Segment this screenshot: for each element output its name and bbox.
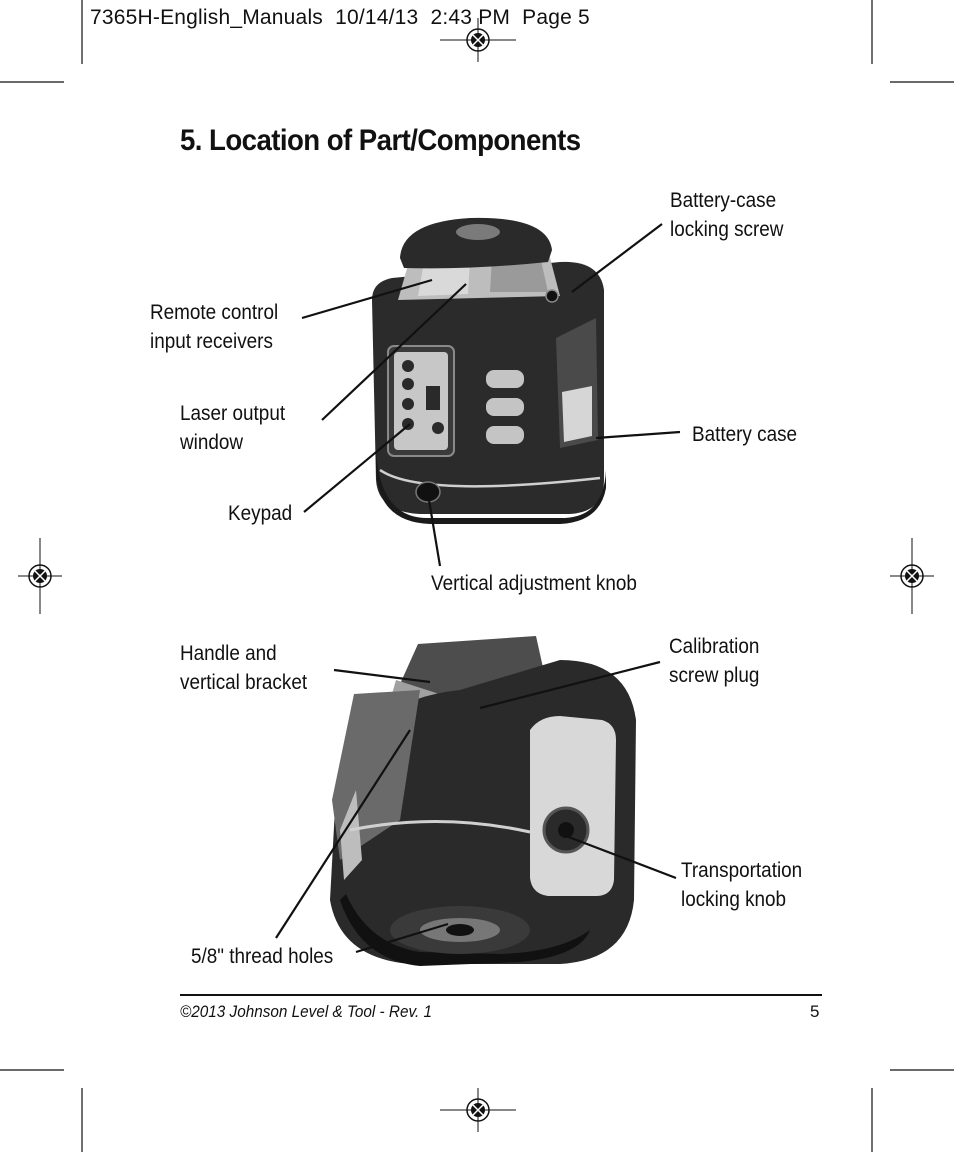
registration-mark-right [890, 538, 934, 614]
footer-copyright: ©2013 Johnson Level & Tool - Rev. 1 [180, 1002, 432, 1021]
label-handle-and-vertical-bracket: Handle and vertical bracket [180, 642, 308, 694]
label-remote-control-input-receivers: Remote control input receivers [150, 301, 279, 353]
laser-level-underside-illustration [330, 636, 636, 966]
label-calibration-screw-plug: Calibration screw plug [669, 635, 760, 687]
registration-mark-left [18, 538, 62, 614]
label-keypad: Keypad [228, 502, 293, 525]
registration-mark-top [440, 18, 516, 62]
page-number: 5 [810, 1002, 820, 1021]
footer-rule [180, 994, 822, 996]
label-transportation-locking-knob: Transportation locking knob [681, 859, 803, 911]
laser-level-front-illustration [372, 217, 606, 524]
label-battery-case: Battery case [692, 423, 798, 446]
label-thread-holes: 5/8" thread holes [191, 945, 334, 968]
print-slug: 7365H-English_Manuals 10/14/13 2:43 PM P… [90, 6, 590, 29]
label-vertical-adjustment-knob: Vertical adjustment knob [431, 572, 637, 595]
registration-mark-bottom [440, 1088, 516, 1132]
label-battery-case-locking-screw: Battery-case locking screw [670, 189, 784, 241]
page-title: 5. Location of Part/Components [180, 124, 581, 157]
label-laser-output-window: Laser output window [180, 402, 286, 454]
leader-lines [275, 223, 681, 954]
